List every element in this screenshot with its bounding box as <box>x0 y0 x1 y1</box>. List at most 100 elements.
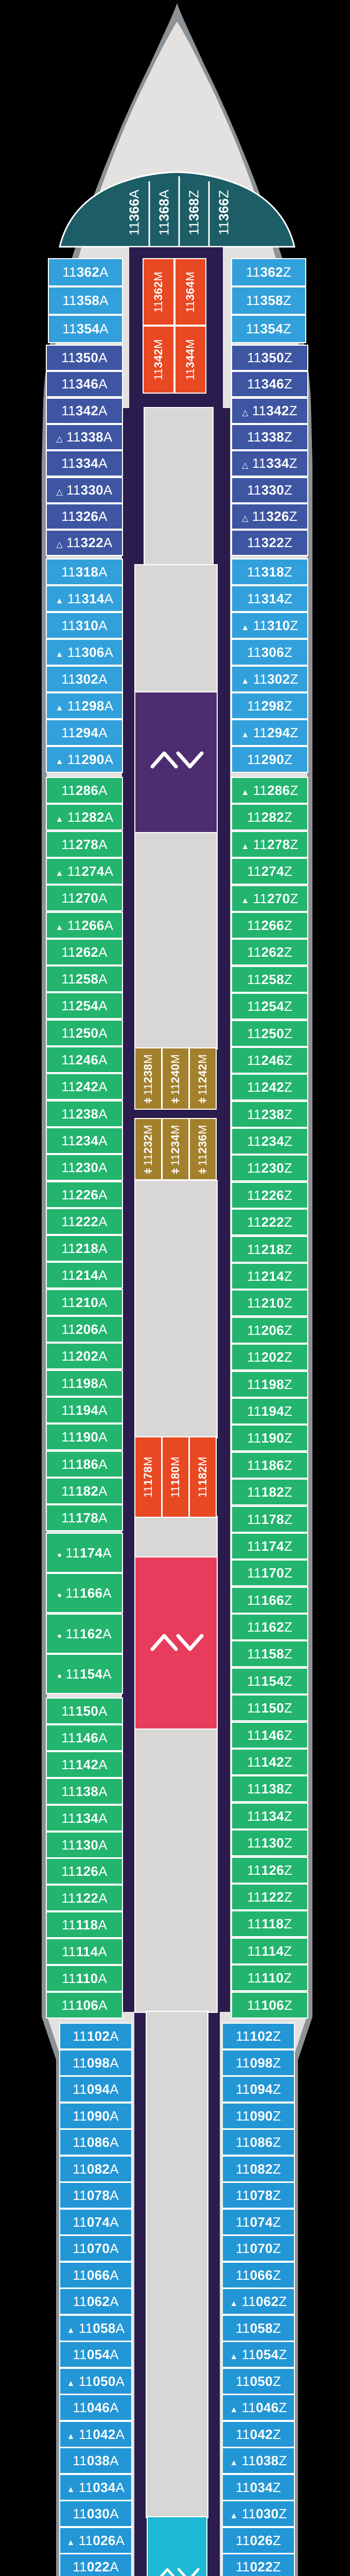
cabin-11190Z[interactable]: 11190Z <box>232 1426 307 1450</box>
cabin-11094A[interactable]: 11094A <box>60 2077 131 2102</box>
cabin-11254Z[interactable]: 11254Z <box>232 994 307 1019</box>
cabin-11242M[interactable]: ǂ11242M <box>190 1048 216 1109</box>
cabin-11342A[interactable]: 11342A <box>47 399 122 423</box>
cabin-11250Z[interactable]: 11250Z <box>232 1021 307 1046</box>
cabin-11234A[interactable]: 11234A <box>47 1128 122 1153</box>
cabin-11178M[interactable]: 11178M <box>135 1437 161 1517</box>
cabin-11322Z[interactable]: 11322Z <box>232 531 307 555</box>
cabin-11318Z[interactable]: 11318Z <box>232 560 307 584</box>
cabin-11290A[interactable]: ▲11290A <box>47 747 122 772</box>
cabin-11150Z[interactable]: 11150Z <box>232 1696 307 1720</box>
cabin-11222Z[interactable]: 11222Z <box>232 1210 307 1234</box>
cabin-11226A[interactable]: 11226A <box>47 1182 122 1207</box>
cabin-11236M[interactable]: ǂ11236M <box>190 1119 216 1179</box>
cabin-11062Z[interactable]: ▲11062Z <box>223 2289 294 2314</box>
cabin-11306A[interactable]: ▲11306A <box>47 640 122 665</box>
cabin-11238Z[interactable]: 11238Z <box>232 1102 307 1127</box>
cabin-11154A[interactable]: ●11154A <box>47 1655 122 1693</box>
cabin-11218Z[interactable]: 11218Z <box>232 1237 307 1262</box>
cabin-11030Z[interactable]: ▲11030Z <box>223 2501 294 2526</box>
cabin-11198Z[interactable]: 11198Z <box>232 1372 307 1397</box>
cabin-11206Z[interactable]: 11206Z <box>232 1318 307 1343</box>
cabin-11314A[interactable]: ▲11314A <box>47 586 122 611</box>
cabin-11106Z[interactable]: 11106Z <box>232 1993 307 2018</box>
cabin-11142Z[interactable]: 11142Z <box>232 1750 307 1774</box>
cabin-11146Z[interactable]: 11146Z <box>232 1723 307 1748</box>
cabin-11194A[interactable]: 11194A <box>47 1398 122 1422</box>
cabin-11082Z[interactable]: 11082Z <box>223 2157 294 2181</box>
cabin-11290Z[interactable]: 11290Z <box>232 747 307 772</box>
cabin-11342Z[interactable]: △11342Z <box>232 399 307 423</box>
cabin-11214A[interactable]: 11214A <box>47 1263 122 1287</box>
cabin-11326Z[interactable]: △11326Z <box>232 504 307 529</box>
cabin-11042A[interactable]: ▲11042A <box>60 2422 131 2447</box>
cabin-11362A[interactable]: 11362A <box>49 259 122 285</box>
cabin-11078A[interactable]: 11078A <box>60 2183 131 2208</box>
cabin-11262A[interactable]: 11262A <box>47 940 122 964</box>
cabin-11078Z[interactable]: 11078Z <box>223 2183 294 2208</box>
cabin-11022A[interactable]: 11022A <box>60 2554 131 2576</box>
cabin-11238A[interactable]: 11238A <box>47 1101 122 1126</box>
cabin-11242Z[interactable]: 11242Z <box>232 1075 307 1099</box>
cabin-11346Z[interactable]: 11346Z <box>232 372 307 396</box>
cabin-11178Z[interactable]: 11178Z <box>232 1507 307 1532</box>
cabin-11366A[interactable]: 11366A <box>120 178 148 246</box>
cabin-11278Z[interactable]: ▲11278Z <box>232 832 307 857</box>
cabin-11306Z[interactable]: 11306Z <box>232 640 307 665</box>
cabin-11050Z[interactable]: 11050Z <box>223 2369 294 2394</box>
cabin-11070Z[interactable]: 11070Z <box>223 2236 294 2261</box>
cabin-11038A[interactable]: 11038A <box>60 2448 131 2473</box>
cabin-11206A[interactable]: 11206A <box>47 1317 122 1342</box>
cabin-11090Z[interactable]: 11090Z <box>223 2104 294 2128</box>
cabin-11338A[interactable]: △11338A <box>47 425 122 449</box>
cabin-11118Z[interactable]: 11118Z <box>232 1911 307 1936</box>
cabin-11282Z[interactable]: 11282Z <box>232 805 307 829</box>
cabin-11334Z[interactable]: △11334Z <box>232 451 307 476</box>
cabin-11334A[interactable]: 11334A <box>47 451 122 476</box>
cabin-11286Z[interactable]: ▲11286Z <box>232 778 307 803</box>
cabin-11086Z[interactable]: 11086Z <box>223 2130 294 2155</box>
cabin-11238M[interactable]: ǂ11238M <box>135 1048 161 1109</box>
cabin-11232M[interactable]: ǂ11232M <box>135 1119 161 1179</box>
cabin-11174A[interactable]: ●11174A <box>47 1534 122 1572</box>
cabin-11282A[interactable]: ▲11282A <box>47 805 122 829</box>
cabin-11166A[interactable]: ●11166A <box>47 1574 122 1612</box>
cabin-11154Z[interactable]: 11154Z <box>232 1669 307 1693</box>
cabin-11368Z[interactable]: 11368Z <box>180 178 208 246</box>
cabin-11310Z[interactable]: ▲11310Z <box>232 613 307 638</box>
cabin-11062A[interactable]: 11062A <box>60 2289 131 2314</box>
cabin-11202Z[interactable]: 11202Z <box>232 1345 307 1369</box>
cabin-11050A[interactable]: ▲11050A <box>60 2369 131 2394</box>
cabin-11354A[interactable]: 11354A <box>49 316 122 342</box>
cabin-11258Z[interactable]: 11258Z <box>232 967 307 992</box>
cabin-11074Z[interactable]: 11074Z <box>223 2210 294 2234</box>
cabin-11234M[interactable]: ǂ11234M <box>163 1119 188 1179</box>
cabin-11114Z[interactable]: 11114Z <box>232 1939 307 1963</box>
cabin-11274A[interactable]: ▲11274A <box>47 859 122 884</box>
cabin-11126A[interactable]: 11126A <box>47 1859 122 1884</box>
cabin-11294Z[interactable]: ▲11294Z <box>232 720 307 745</box>
cabin-11030A[interactable]: 11030A <box>60 2501 131 2526</box>
cabin-11318A[interactable]: 11318A <box>47 560 122 584</box>
cabin-11130A[interactable]: 11130A <box>47 1833 122 1857</box>
cabin-11180M[interactable]: 11180M <box>163 1437 188 1517</box>
cabin-11302Z[interactable]: ▲11302Z <box>232 667 307 691</box>
cabin-11098A[interactable]: 11098A <box>60 2050 131 2075</box>
cabin-11146A[interactable]: 11146A <box>47 1725 122 1750</box>
cabin-11022Z[interactable]: 11022Z <box>223 2554 294 2576</box>
cabin-11198A[interactable]: 11198A <box>47 1371 122 1396</box>
cabin-11368A[interactable]: 11368A <box>150 178 178 246</box>
cabin-11298A[interactable]: ▲11298A <box>47 693 122 718</box>
cabin-11234Z[interactable]: 11234Z <box>232 1129 307 1154</box>
cabin-11166Z[interactable]: 11166Z <box>232 1588 307 1613</box>
cabin-11302A[interactable]: 11302A <box>47 667 122 691</box>
cabin-11242A[interactable]: 11242A <box>47 1074 122 1099</box>
cabin-11186Z[interactable]: 11186Z <box>232 1453 307 1478</box>
cabin-11338Z[interactable]: 11338Z <box>232 425 307 449</box>
cabin-11358A[interactable]: 11358A <box>49 287 122 314</box>
cabin-11130Z[interactable]: 11130Z <box>232 1831 307 1855</box>
cabin-11266A[interactable]: ▲11266A <box>47 913 122 938</box>
cabin-11138A[interactable]: 11138A <box>47 1779 122 1804</box>
cabin-11190A[interactable]: 11190A <box>47 1425 122 1449</box>
cabin-11322A[interactable]: △11322A <box>47 531 122 555</box>
